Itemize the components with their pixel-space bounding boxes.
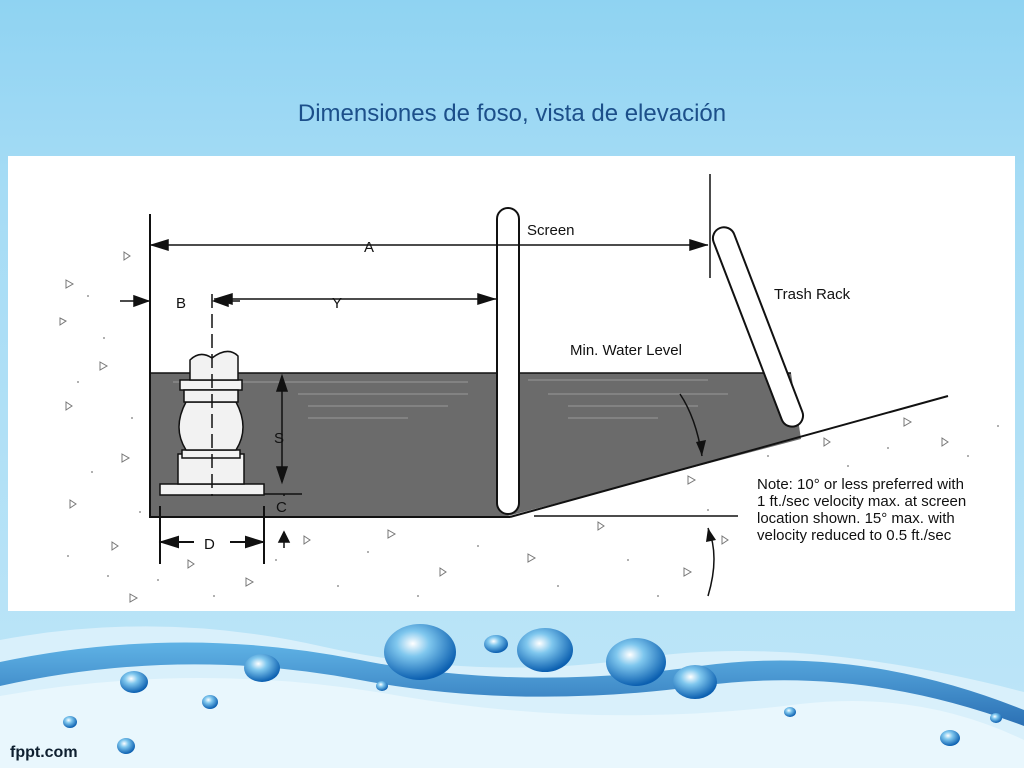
pump-icon [159, 350, 265, 496]
concrete-dots [67, 295, 999, 597]
brand-label: fppt.com [10, 744, 78, 761]
label-y: Y [332, 295, 342, 312]
note-line: location shown. 15° max. with [757, 510, 955, 527]
label-a: A [364, 239, 374, 256]
pit-elevation-diagram: A B Y S C [8, 156, 1015, 611]
slope-note: Note: 10° or less preferred with 1 ft./s… [757, 476, 1007, 544]
dimension-a [149, 174, 711, 278]
trash-rack [711, 226, 805, 428]
slope-arrowheads [696, 440, 716, 542]
dimension-y [213, 292, 497, 306]
screen-post [496, 207, 520, 515]
note-line: Note: 10° or less preferred with [757, 476, 964, 493]
label-screen: Screen [527, 222, 575, 239]
concrete-texture [59, 251, 949, 603]
diagram-canvas: A B Y S C [59, 174, 999, 603]
note-line: 1 ft./sec velocity max. at screen [757, 493, 967, 510]
label-b: B [176, 295, 186, 312]
label-trash-rack: Trash Rack [774, 286, 851, 303]
water-body [150, 373, 801, 516]
dimension-d [158, 506, 266, 564]
dimension-s [264, 373, 302, 495]
label-min-water-level: Min. Water Level [570, 342, 682, 359]
note-line: velocity reduced to 0.5 ft./sec [757, 527, 952, 544]
slide-title: Dimensiones de foso, vista de elevación [297, 100, 727, 127]
dimension-c [277, 494, 291, 548]
water-wave-decoration [0, 624, 1024, 768]
pit-outline [149, 214, 949, 518]
label-d: D [204, 536, 215, 553]
label-c: C [276, 499, 287, 516]
label-s: S [274, 430, 284, 447]
